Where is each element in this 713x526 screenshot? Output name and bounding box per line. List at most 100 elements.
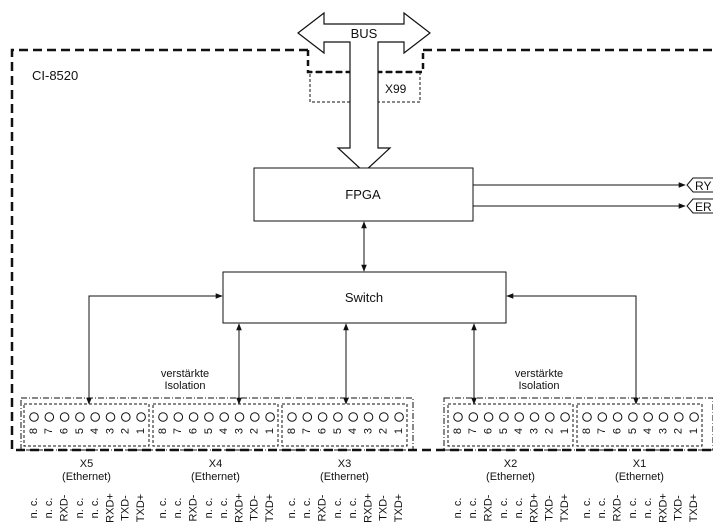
pin-hole — [234, 412, 245, 422]
pin-number: 2 — [544, 428, 556, 434]
pin-hole — [204, 412, 214, 422]
connector-type: (Ethernet) — [191, 471, 240, 483]
ry-terminal — [686, 177, 713, 193]
pin-hole — [29, 412, 39, 422]
pin-number: 5 — [203, 428, 215, 434]
x5-link — [86, 293, 223, 405]
isolation-left-line1: verstärkte — [161, 368, 209, 380]
pin-number: 5 — [627, 428, 639, 434]
pin-signal: TXD+ — [559, 494, 571, 522]
pin-number: 1 — [393, 428, 405, 434]
pin-signal: RXD+ — [233, 493, 245, 523]
pin-hole — [44, 412, 55, 422]
connector-x3 — [281, 403, 408, 447]
pin-signal: RXD+ — [104, 493, 116, 523]
pin-signal: n. c. — [332, 498, 344, 519]
pin-hole — [499, 412, 509, 422]
isolation-group-right — [443, 397, 713, 451]
connector-type: (Ethernet) — [320, 471, 369, 483]
pin-hole — [265, 412, 275, 422]
pin-hole — [468, 412, 479, 422]
pin-number: 1 — [559, 428, 571, 434]
pin-number: 4 — [642, 428, 654, 434]
bus-connector-outline — [306, 50, 425, 74]
x99-label: X99 — [385, 82, 407, 96]
pin-hole — [75, 412, 85, 422]
pin-number: 7 — [467, 428, 479, 434]
pin-number: 7 — [172, 428, 184, 434]
pin-number: 2 — [249, 428, 261, 434]
ry-label: RY — [695, 179, 711, 193]
pin-number: 8 — [581, 428, 593, 434]
pin-hole — [333, 412, 343, 422]
pin-number: 6 — [59, 428, 71, 434]
pin-number: 5 — [498, 428, 510, 434]
connector-type: (Ethernet) — [615, 471, 664, 483]
connector-id: X5 — [80, 458, 93, 470]
pin-hole — [302, 412, 313, 422]
pin-signal: n. c. — [157, 498, 169, 519]
pin-signal: n. c. — [172, 498, 184, 519]
pin-number: 8 — [28, 428, 40, 434]
fpga-label: FPGA — [345, 187, 381, 202]
pin-hole — [453, 412, 463, 422]
pin-number: 6 — [483, 428, 495, 434]
pin-number: 7 — [301, 428, 313, 434]
pin-hole — [529, 412, 540, 422]
fpga-block — [253, 167, 474, 222]
pin-hole — [597, 412, 608, 422]
pin-signal: n. c. — [467, 498, 479, 519]
pin-signal: n. c. — [28, 498, 40, 519]
pin-signal: TXD- — [378, 495, 390, 521]
connector-x5 — [23, 403, 150, 447]
pin-signal: RXD- — [612, 494, 624, 521]
pin-hole — [173, 412, 184, 422]
pin-signal: TXD+ — [264, 494, 276, 522]
pin-signal: n. c. — [347, 498, 359, 519]
pin-number: 6 — [317, 428, 329, 434]
pin-hole — [287, 412, 297, 422]
pin-signal: n. c. — [89, 498, 101, 519]
er-terminal — [686, 198, 713, 214]
pin-number: 2 — [120, 428, 132, 434]
pin-signal: RXD- — [483, 494, 495, 521]
pin-signal: n. c. — [43, 498, 55, 519]
pin-signal: n. c. — [286, 498, 298, 519]
pin-number: 8 — [452, 428, 464, 434]
isolation-right-line2: Isolation — [519, 380, 560, 392]
pin-signal: TXD+ — [688, 494, 700, 522]
pin-number: 7 — [43, 428, 55, 434]
device-outline — [10, 48, 713, 452]
pin-signal: RXD+ — [362, 493, 374, 523]
pin-hole — [105, 412, 116, 422]
isolation-left-line2: Isolation — [165, 380, 206, 392]
bus-label: BUS — [351, 26, 378, 41]
pin-signal: RXD+ — [528, 493, 540, 523]
pin-signal: n. c. — [452, 498, 464, 519]
pin-hole — [643, 412, 654, 422]
pin-signal: TXD- — [249, 495, 261, 521]
pin-hole — [363, 412, 374, 422]
connector-type: (Ethernet) — [486, 471, 535, 483]
pin-number: 3 — [362, 428, 374, 434]
pin-number: 6 — [188, 428, 200, 434]
isolation-right-line1: verstärkte — [515, 368, 563, 380]
pin-hole — [394, 412, 404, 422]
connector-x2 — [447, 403, 574, 447]
pin-signal: RXD- — [317, 494, 329, 521]
pin-number: 1 — [135, 428, 147, 434]
er-label: ER — [695, 200, 712, 214]
switch-label: Switch — [345, 290, 383, 305]
pin-signal: TXD- — [673, 495, 685, 521]
pin-signal: n. c. — [218, 498, 230, 519]
pin-hole — [379, 412, 389, 422]
pin-hole — [348, 412, 359, 422]
pin-signal: TXD+ — [135, 494, 147, 522]
pin-hole — [514, 412, 525, 422]
pin-number: 1 — [688, 428, 700, 434]
pin-hole — [628, 412, 638, 422]
pin-hole — [658, 412, 669, 422]
pin-number: 8 — [286, 428, 298, 434]
